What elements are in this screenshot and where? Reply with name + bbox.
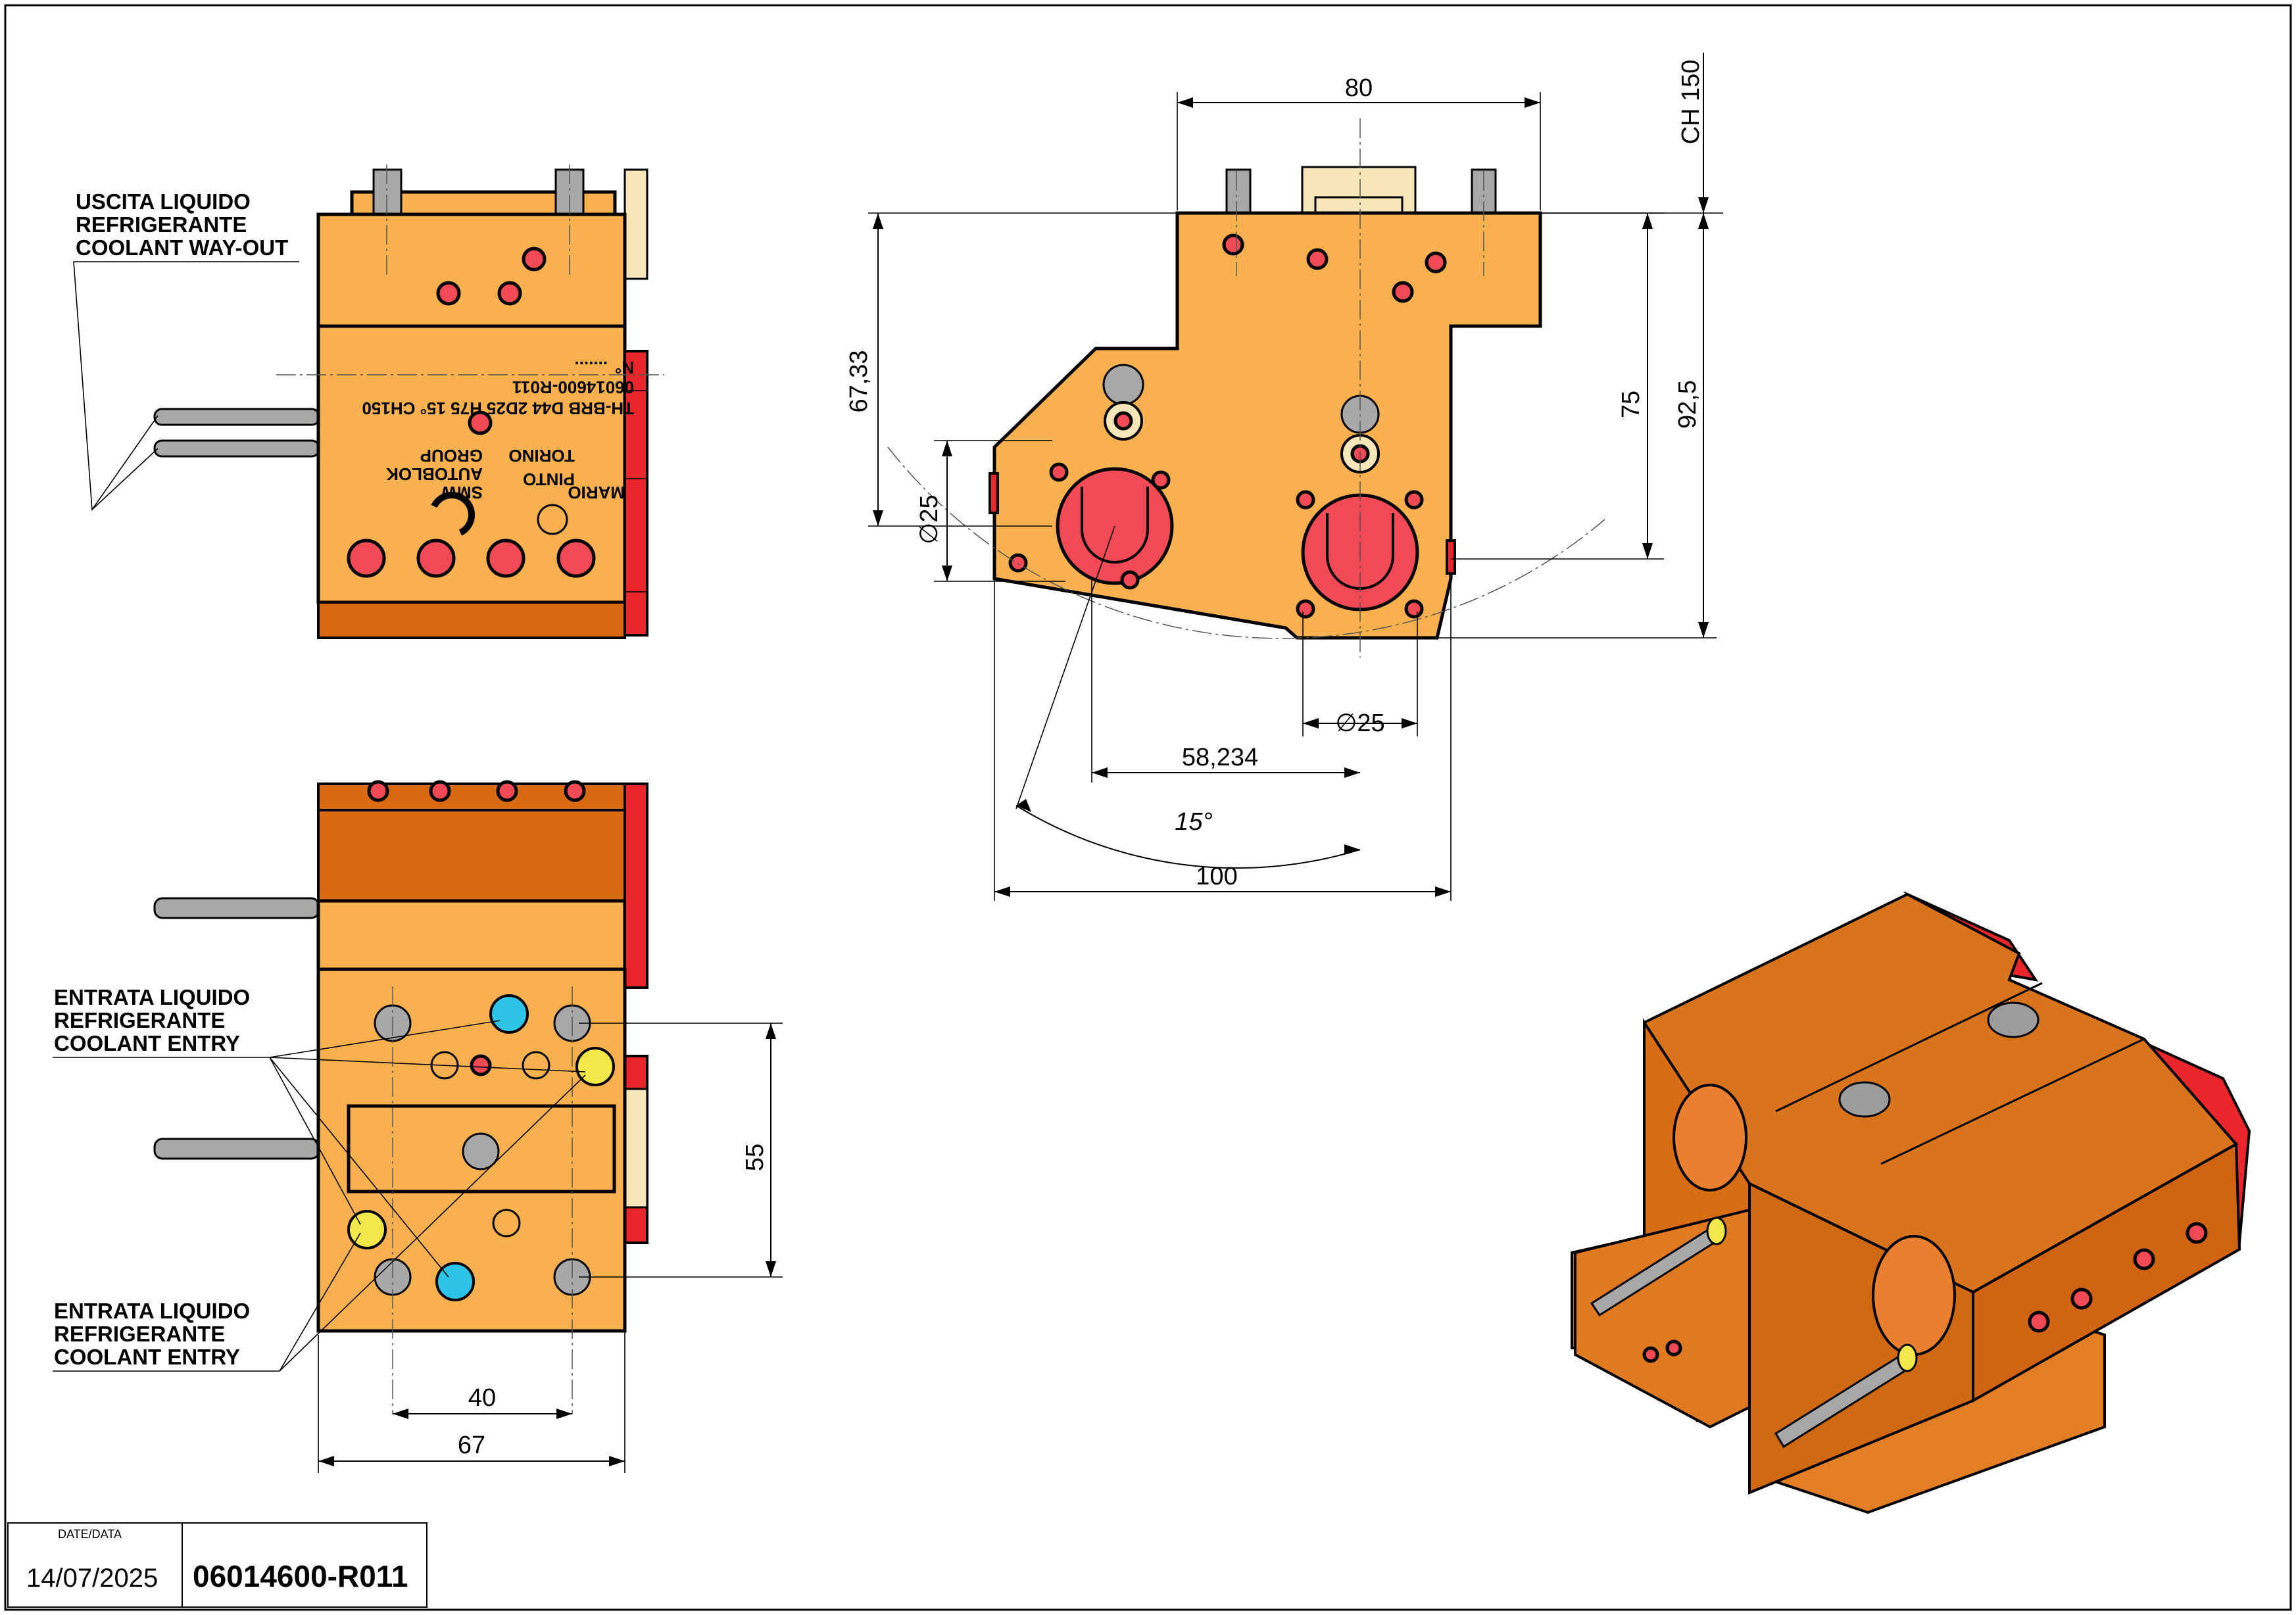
title-block: DATE/DATA 14/07/2025 06014600-R011 (7, 1522, 427, 1608)
coolant-port-yellow (575, 1047, 615, 1086)
bottom-screw (462, 1132, 500, 1170)
dim-55: 55 (741, 1144, 769, 1171)
dim-6733: 67,33 (845, 350, 873, 412)
side-screw (347, 539, 386, 578)
bottom-key (623, 1088, 648, 1209)
dim-75: 75 (1617, 391, 1645, 418)
iso-screw (1987, 1001, 2040, 1038)
coolant-pipe-top (153, 408, 320, 426)
title-drawing-number: 06014600-R011 (193, 1559, 408, 1593)
side-body-base (317, 601, 626, 639)
note-entry1-line3: COOLANT ENTRY (54, 1031, 240, 1055)
front-key (1301, 166, 1417, 214)
side-screw (486, 539, 525, 578)
coolant-port-cyan (435, 1262, 475, 1301)
engraving-maker-line2: PINTO (523, 470, 575, 489)
title-date-cell (7, 1522, 183, 1608)
dim-angle: 15° (1175, 808, 1212, 836)
side-screw (556, 539, 596, 578)
side-view: N° ....... 06014600-R011 TH-BRB D44 2D25… (73, 164, 664, 639)
front-body (992, 211, 1542, 640)
note-out-line1: USCITA LIQUIDO (76, 189, 251, 214)
side-stud-left (372, 168, 403, 217)
side-body-upper (316, 212, 627, 328)
note-entry2-line3: COOLANT ENTRY (54, 1345, 240, 1369)
dim-ch150: CH 150 (1677, 60, 1705, 145)
dim-bore-bottom: ∅25 (1335, 710, 1384, 737)
iso-base (1574, 1208, 1751, 1429)
isometric-view (1571, 891, 2251, 1514)
bottom-red-bar-upper (623, 783, 648, 989)
iso-bore-front (1872, 1235, 1956, 1356)
front-screw (1102, 364, 1144, 406)
side-red-bar (623, 350, 648, 637)
engraving-brand-line3: GROUP (420, 446, 483, 466)
iso-bore-top (1673, 1084, 1747, 1192)
note-entry2-line2: REFRIGERANTE (54, 1322, 225, 1346)
title-date-label: DATE/DATA (58, 1528, 122, 1541)
title-number-cell (182, 1522, 427, 1608)
maker-logo (537, 504, 568, 535)
title-date-value: 14/07/2025 (26, 1564, 158, 1593)
engraving-serial-value: ....... (574, 358, 608, 377)
front-view: 80 CH 150 67,33 ∅25 75 92,5 (845, 53, 1723, 901)
bottom-dark-block (317, 809, 626, 902)
note-out-line3: COOLANT WAY-OUT (76, 235, 288, 260)
side-key (623, 168, 648, 280)
note-entry1-line2: REFRIGERANTE (54, 1008, 225, 1032)
coolant-pipe-upper (153, 897, 320, 919)
side-hole (522, 247, 547, 272)
side-hole (497, 281, 522, 306)
dim-80: 80 (1345, 74, 1373, 102)
iso-right-face (1972, 1142, 2241, 1403)
coolant-pipe-lower (153, 1138, 320, 1160)
dim-40: 40 (468, 1384, 496, 1412)
engraving-description: TH-BRB D44 2D25 H75 15° CH150 (362, 398, 634, 418)
dim-bore-left: ∅25 (916, 494, 943, 544)
side-screw (416, 539, 456, 578)
note-entry1-line1: ENTRATA LIQUIDO (54, 985, 250, 1009)
brand-logo-arc (431, 491, 476, 536)
coolant-pipe-bottom (153, 439, 320, 458)
coolant-port-yellow (347, 1210, 387, 1249)
bottom-block-mid (316, 899, 627, 971)
engraving-brand-line2: AUTOBLOK (386, 464, 483, 484)
engraving-serial-label: N° (615, 358, 634, 377)
engraving-code: 06014600-R011 (512, 377, 634, 397)
dim-67: 67 (458, 1432, 485, 1459)
iso-screw (1838, 1081, 1891, 1118)
note-out-line2: REFRIGERANTE (76, 212, 247, 237)
dim-100: 100 (1196, 863, 1237, 890)
sheet-border (4, 4, 2292, 1611)
dim-925: 92,5 (1674, 380, 1701, 429)
side-hole (436, 281, 461, 306)
dim-58234: 58,234 (1182, 744, 1258, 771)
bottom-view: ENTRATA LIQUIDO REFRIGERANTE COOLANT ENT… (53, 780, 783, 1473)
front-stud-left (1225, 168, 1252, 214)
engraving-maker-line1: MARIO (568, 483, 625, 502)
engraving-maker-line3: TORINO (508, 446, 575, 466)
note-entry2-line1: ENTRATA LIQUIDO (54, 1299, 250, 1323)
coolant-port-cyan (489, 994, 529, 1034)
side-hole (468, 410, 493, 435)
